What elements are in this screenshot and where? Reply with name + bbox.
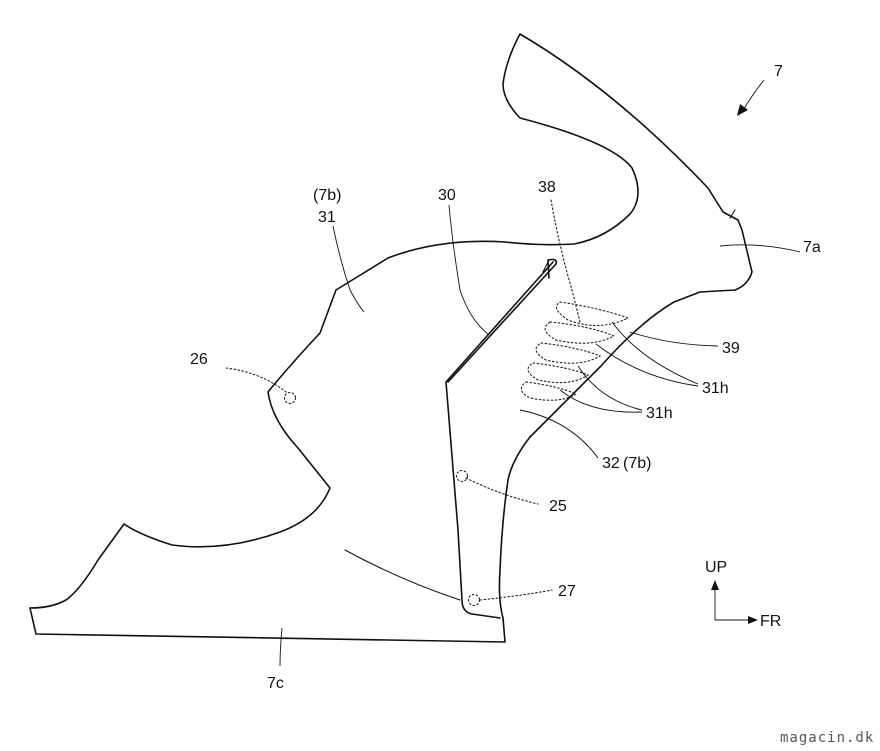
ref-label-7c: 7c bbox=[267, 675, 284, 692]
ref-label-32: 32 (7b) bbox=[602, 455, 651, 472]
fastener-25 bbox=[457, 471, 468, 482]
ref-label-31: 31 bbox=[318, 209, 336, 226]
leader-31h-b1 bbox=[578, 366, 642, 410]
leader-31h-a2 bbox=[596, 344, 698, 386]
direction-label-up: UP bbox=[705, 559, 727, 576]
slot-31h-2 bbox=[545, 322, 614, 343]
slot-31h-3 bbox=[536, 343, 600, 363]
slot-31h-4 bbox=[528, 363, 588, 383]
up-arrow-icon bbox=[711, 580, 719, 590]
lower-cowl-outline bbox=[30, 437, 530, 642]
leader-39 bbox=[630, 332, 718, 346]
direction-label-fr: FR bbox=[760, 613, 781, 630]
leader-31 bbox=[333, 226, 364, 312]
ref-label-27: 27 bbox=[558, 583, 576, 600]
fastener-26 bbox=[285, 393, 296, 404]
fastener-27 bbox=[469, 595, 480, 606]
leader-31h-a1 bbox=[612, 322, 698, 384]
leader-31h-b2 bbox=[560, 390, 642, 412]
upper-fairing-outline bbox=[336, 34, 752, 437]
leader-7c bbox=[280, 628, 282, 666]
arrow-7-shaft bbox=[742, 80, 764, 112]
ref-label-26: 26 bbox=[190, 351, 208, 368]
ref-label-30: 30 bbox=[438, 187, 456, 204]
fold-line-30 bbox=[448, 260, 556, 383]
ref-label-31h-b: 31h bbox=[646, 405, 673, 422]
slot-31h-5 bbox=[521, 382, 576, 400]
ref-label-31h-a: 31h bbox=[702, 380, 729, 397]
watermark: magacin.dk bbox=[780, 730, 874, 746]
leader-32 bbox=[520, 410, 598, 458]
leader-25 bbox=[466, 478, 538, 504]
front-arrow-icon bbox=[748, 616, 758, 624]
ref-label-39: 39 bbox=[722, 340, 740, 357]
leader-27 bbox=[480, 590, 552, 600]
slot-31h-1 bbox=[556, 302, 628, 326]
ref-label-7b: (7b) bbox=[313, 187, 341, 204]
ref-label-7: 7 bbox=[774, 63, 783, 80]
ref-label-38: 38 bbox=[538, 179, 556, 196]
leader-7a bbox=[720, 245, 800, 252]
side-panel-outline bbox=[30, 290, 336, 608]
inner-lower-edge bbox=[345, 550, 460, 600]
leader-30 bbox=[449, 205, 488, 334]
ref-label-7a: 7a bbox=[803, 239, 821, 256]
arrow-7-head bbox=[737, 104, 748, 116]
ref-label-25: 25 bbox=[549, 498, 567, 515]
